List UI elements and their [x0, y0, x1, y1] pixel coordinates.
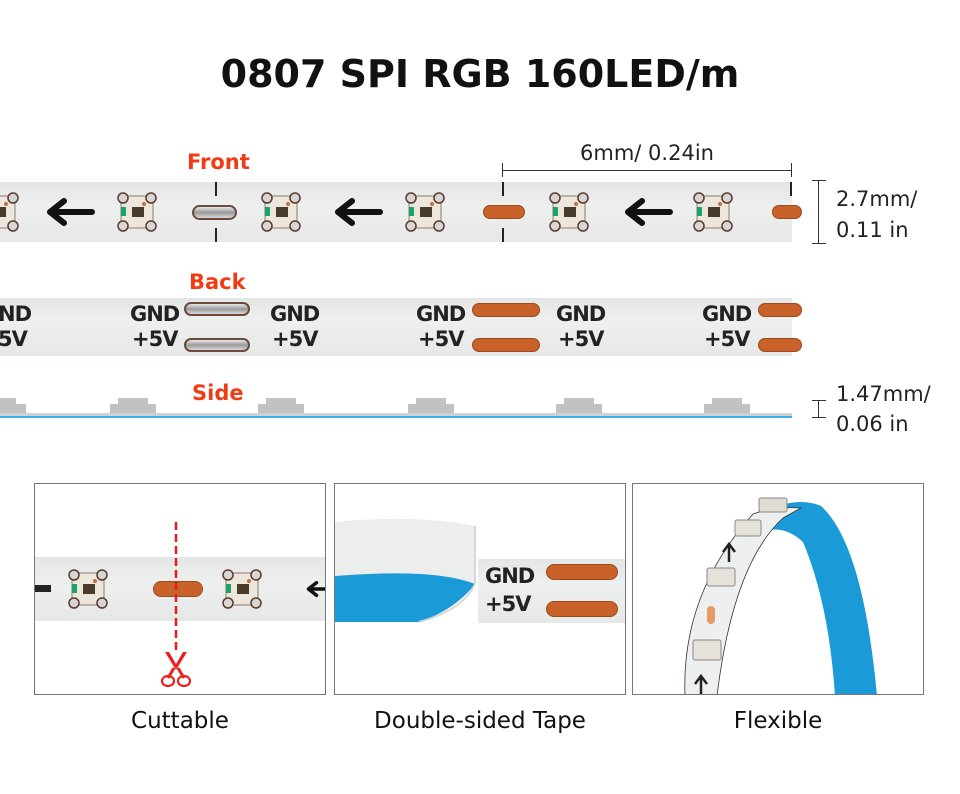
feature-card-cuttable	[34, 483, 326, 695]
caption-double-sided-tape: Double-sided Tape	[374, 708, 586, 734]
cut-strip	[35, 557, 325, 621]
front-strip	[0, 182, 802, 242]
copper-pad	[472, 338, 540, 352]
cut-mark	[215, 182, 217, 196]
arrow-left-icon	[622, 198, 674, 226]
pitch-dimension-line	[502, 163, 792, 179]
copper-pad	[472, 303, 540, 317]
height-dimension-bracket	[812, 400, 826, 418]
led-chip-icon	[222, 569, 262, 609]
vcc-marking: +5V	[272, 327, 318, 351]
feature-card-flexible	[632, 483, 924, 695]
gnd-marking: GND	[270, 302, 320, 326]
cut-mark	[215, 228, 217, 242]
gnd-marking: GND	[485, 564, 535, 588]
led-chip-icon	[117, 192, 157, 232]
gnd-marking: GND	[130, 302, 180, 326]
gnd-marking: GND	[416, 302, 466, 326]
width-dimension-text-1: 2.7mm/	[836, 187, 918, 211]
vcc-marking: +5V	[558, 327, 604, 351]
copper-pad	[772, 205, 802, 219]
cut-mark	[502, 182, 504, 196]
copper-pad	[758, 303, 802, 317]
led-chip-icon	[693, 192, 733, 232]
back-label: Back	[189, 270, 246, 294]
arrow-left-icon	[44, 198, 96, 226]
height-dimension-text-1: 1.47mm/	[836, 382, 931, 406]
flex-strip-icon	[684, 497, 877, 694]
tape-icon	[335, 518, 476, 623]
feature-card-tape: GND +5V	[334, 483, 626, 695]
page-title: 0807 SPI RGB 160LED/m	[220, 52, 740, 96]
solder-pad	[192, 205, 237, 220]
gnd-marking: ND	[0, 302, 32, 326]
caption-cuttable: Cuttable	[131, 708, 229, 734]
front-label: Front	[187, 150, 250, 174]
led-chip-icon	[0, 192, 19, 232]
led-chip-icon	[261, 192, 301, 232]
solder-pad	[184, 338, 250, 352]
vcc-marking: +5V	[132, 327, 178, 351]
tape-strip: GND +5V	[478, 559, 625, 623]
gnd-marking: GND	[556, 302, 606, 326]
vcc-marking: +5V	[704, 327, 750, 351]
gnd-marking: GND	[702, 302, 752, 326]
arrow-left-icon	[306, 580, 325, 598]
copper-pad	[546, 601, 618, 617]
cut-line	[174, 522, 178, 652]
led-chip-icon	[549, 192, 589, 232]
copper-pad	[758, 338, 802, 352]
caption-flexible: Flexible	[733, 708, 823, 734]
back-strip: ND 5V GND +5V GND +5V GND +5V GND +5V GN…	[0, 298, 802, 356]
vcc-marking: +5V	[485, 592, 531, 616]
vcc-marking: 5V	[0, 327, 28, 351]
copper-pad	[483, 205, 525, 219]
side-profile	[0, 398, 792, 422]
width-dimension-text-2: 0.11 in	[836, 218, 909, 242]
vcc-marking: +5V	[418, 327, 464, 351]
side-label: Side	[192, 381, 244, 405]
pitch-dimension-text: 6mm/ 0.24in	[580, 141, 714, 165]
led-chip-icon	[405, 192, 445, 232]
scissors-icon	[160, 652, 192, 688]
cut-mark	[502, 228, 504, 242]
solder-pad	[184, 302, 250, 316]
arrow-left-icon	[332, 198, 384, 226]
cut-mark	[790, 182, 792, 196]
copper-pad	[546, 564, 618, 580]
copper-pad	[153, 581, 203, 597]
width-dimension-bracket	[812, 180, 826, 244]
height-dimension-text-2: 0.06 in	[836, 412, 909, 436]
led-chip-icon	[68, 569, 108, 609]
